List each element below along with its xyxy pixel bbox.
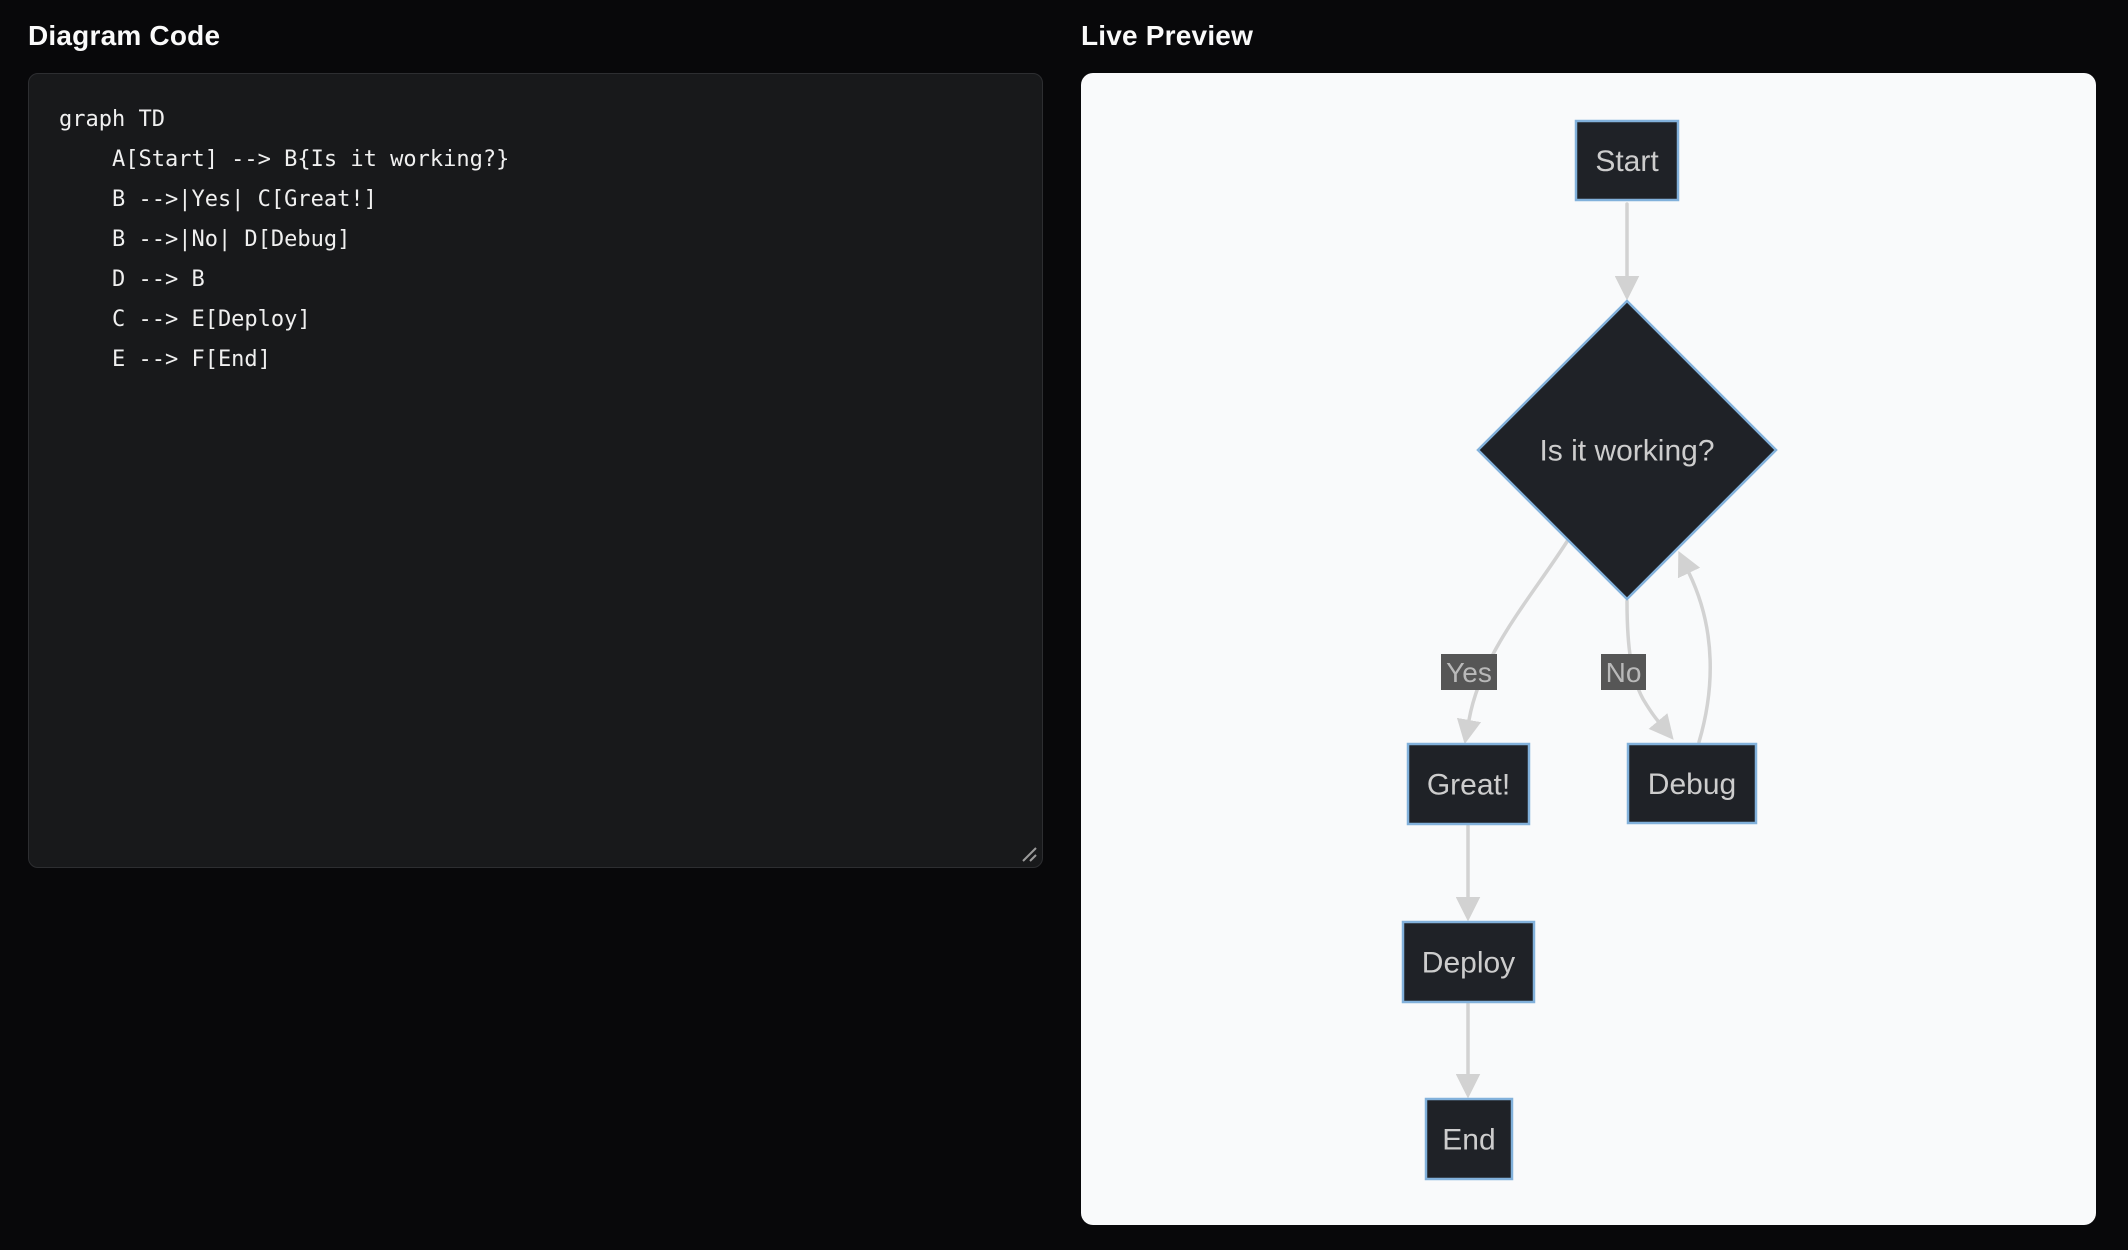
node-label: Is it working? [1539, 435, 1714, 468]
editor-panel-title: Diagram Code [28, 20, 221, 51]
app-layout: Diagram Code graph TD A[Start] --> B{Is … [28, 21, 2096, 1225]
node-debug: Debug [1626, 742, 1758, 825]
node-start: Start [1574, 119, 1680, 202]
node-shape-rect [1406, 742, 1531, 826]
node-label: Start [1595, 145, 1659, 178]
editor-panel: Diagram Code graph TD A[Start] --> B{Is … [28, 21, 1043, 1225]
edge-b-d [1625, 599, 1674, 740]
preview-panel: Live Preview Yes No Start Is it working? Gre… [1081, 21, 2096, 1225]
flowchart-diagram: Yes No Start Is it working? Great! DebugDeplo… [1401, 119, 1778, 1181]
edge-label-no: No [1606, 657, 1642, 688]
node-deploy: Deploy [1401, 920, 1536, 1004]
node-label: Debug [1648, 768, 1736, 801]
resize-handle-icon[interactable] [1016, 841, 1038, 863]
edge-d-b [1677, 550, 1712, 744]
node-shape-rect [1626, 742, 1758, 825]
edge-label-bg-no [1601, 654, 1646, 690]
node-label: End [1442, 1124, 1495, 1157]
preview-panel-title: Live Preview [1081, 20, 1254, 51]
edge-b-c [1456, 538, 1570, 745]
node-shape-rect [1424, 1097, 1514, 1181]
node-is-it-working: Is it working? [1476, 299, 1778, 601]
node-label: Great! [1427, 769, 1510, 802]
node-label: Deploy [1422, 947, 1515, 980]
code-editor-container: graph TD A[Start] --> B{Is it working?} … [28, 73, 1043, 868]
node-great: Great! [1406, 742, 1531, 826]
node-shape-rect [1574, 119, 1680, 202]
edge-label-yes: Yes [1446, 657, 1492, 688]
edge-label-bg-yes [1441, 654, 1497, 690]
node-shape-diamond [1476, 299, 1778, 601]
node-end: End [1424, 1097, 1514, 1181]
diagram-code-input[interactable]: graph TD A[Start] --> B{Is it working?} … [28, 73, 1043, 868]
node-shape-rect [1401, 920, 1536, 1004]
